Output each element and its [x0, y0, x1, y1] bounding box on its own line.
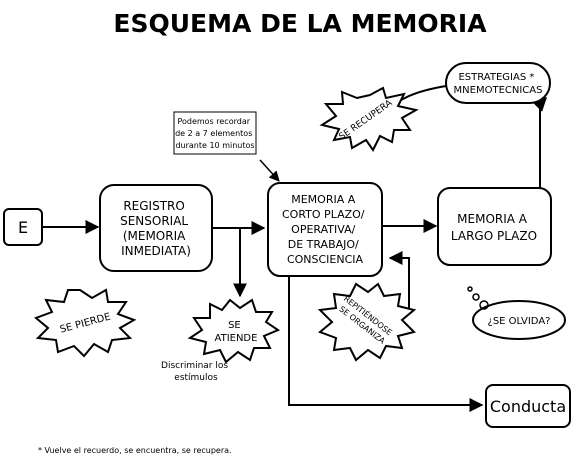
diagram-title: ESQUEMA DE LA MEMORIA: [113, 9, 487, 38]
capacity-line-2: de 2 a 7 elementos: [175, 129, 252, 138]
svg-text:REGISTRO SENSORIAL: REGISTRO SENSORIAL (MEMORIA INMEDIATA): [120, 199, 192, 258]
conducta-box: Conducta: [485, 384, 571, 428]
sensorial-register-box: REGISTRO SENSORIAL (MEMORIA INMEDIATA): [99, 184, 213, 272]
strategies-line-2: MNEMOTECNICAS: [454, 85, 543, 96]
short-term-line-5: CONSCIENCIA: [287, 253, 364, 266]
discriminate-note: Discriminar los estímulos: [161, 361, 231, 383]
arrow-long-term-to-strategies: [532, 97, 547, 188]
input-label: E: [18, 218, 28, 237]
short-term-line-3: OPERATIVA/: [291, 223, 355, 236]
footnote: * Vuelve el recuerdo, se encuentra, se r…: [38, 446, 232, 455]
input-box: E: [3, 208, 43, 246]
short-term-line-4: DE TRABAJO/: [288, 238, 359, 251]
sensorial-line-3: (MEMORIA: [123, 229, 186, 243]
connectors: [42, 85, 547, 412]
svg-text:MEMORIA A LARGO PLAZO: MEMORIA A LARGO PLAZO: [451, 212, 537, 243]
svg-text:ESTRATEGIAS * MNEMOTECNI: ESTRATEGIAS * MNEMOTECNICAS: [454, 72, 543, 96]
burst-repitiendose: REPITIÉNDOSE SE ORGANIZA: [317, 282, 417, 362]
thought-cloud-se-olvida: ¿SE OLVIDA?: [467, 286, 566, 340]
discriminate-line-2: estímulos: [174, 373, 218, 383]
capacity-line-1: Podemos recordar: [177, 117, 250, 126]
arrow-capacity-note: [259, 159, 280, 182]
sensorial-line-4: INMEDIATA): [121, 244, 191, 258]
se-atiende-line-2: ATIENDE: [215, 333, 258, 344]
short-term-memory-box: MEMORIA A CORTO PLAZO/ OPERATIVA/ DE TRA…: [267, 182, 383, 277]
burst-se-pierde: SE PIERDE: [34, 288, 137, 358]
long-term-memory-box: MEMORIA A LARGO PLAZO: [437, 187, 552, 266]
se-olvida-text: ¿SE OLVIDA?: [488, 316, 551, 327]
se-atiende-line-1: SE: [228, 320, 241, 331]
strategies-line-1: ESTRATEGIAS *: [458, 72, 534, 83]
arrow-rehearsal-loop: [388, 251, 410, 312]
short-term-line-2: CORTO PLAZO/: [282, 208, 365, 221]
sensorial-line-1: REGISTRO: [123, 199, 185, 213]
svg-text:MEMORIA A CORTO PLAZO/: MEMORIA A CORTO PLAZO/ OPERATIVA/ DE TRA…: [282, 193, 368, 266]
burst-se-atiende: SE ATIENDE: [187, 298, 281, 364]
burst-se-recupera: SE RECUPERA: [319, 86, 419, 152]
long-term-line-1: MEMORIA A: [457, 212, 528, 226]
capacity-line-3: durante 10 minutos: [175, 141, 254, 150]
svg-text:Podemos recordar de 2 a: Podemos recordar de 2 a 7 elementos dura…: [175, 117, 255, 150]
sensorial-line-2: SENSORIAL: [120, 214, 188, 228]
conducta-label: Conducta: [490, 397, 566, 416]
capacity-note: Podemos recordar de 2 a 7 elementos dura…: [173, 111, 257, 155]
svg-text:SE ATIENDE: SE ATIENDE: [215, 320, 258, 344]
discriminate-line-1: Discriminar los: [161, 361, 228, 371]
short-term-line-1: MEMORIA A: [291, 193, 355, 206]
strategies-bubble: ESTRATEGIAS * MNEMOTECNICAS: [445, 62, 551, 104]
arrow-short-term-to-conducta: [288, 276, 484, 412]
long-term-line-2: LARGO PLAZO: [451, 229, 537, 243]
